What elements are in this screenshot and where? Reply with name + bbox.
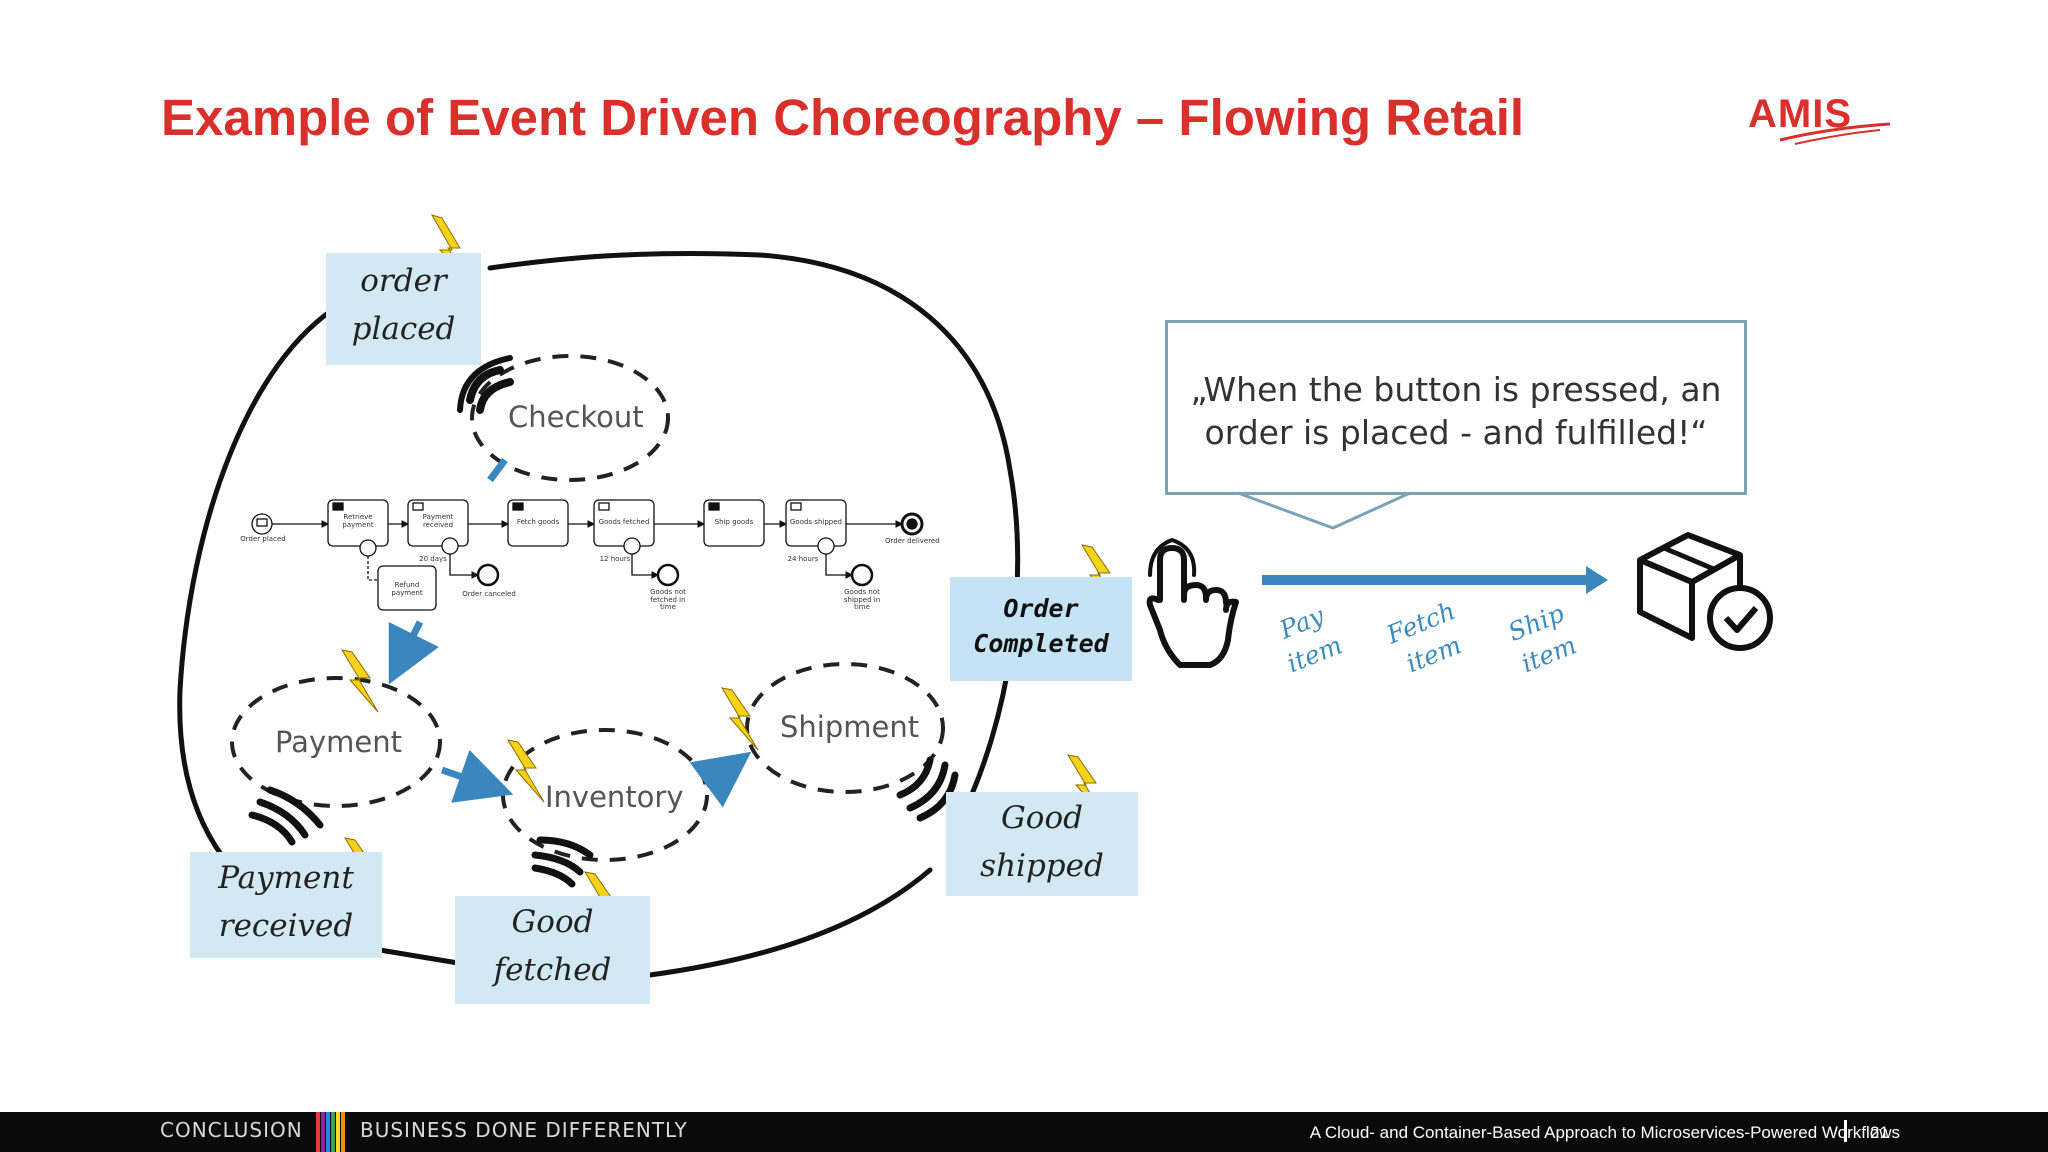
logo-swoosh <box>1779 122 1891 145</box>
bpmn-task-5: Ship goods <box>714 518 754 526</box>
shipment-ellipse <box>745 662 945 794</box>
bpmn-task-6: Goods shipped <box>790 518 842 526</box>
footer-presentation-title: A Cloud- and Container-Based Approach to… <box>1309 1123 1900 1142</box>
hand-pointer-icon <box>1146 538 1239 668</box>
quote-callout: „When the button is pressed, an order is… <box>1165 320 1747 495</box>
bpmn-to-payment-arrow <box>388 620 439 685</box>
bpmn-refund-task: Refund payment <box>391 581 423 597</box>
checkout-signal-icon <box>457 355 514 414</box>
bpmn-not-fetched: Goods not fetched in time <box>650 588 686 612</box>
bpmn-timer-fetch: 12 hours <box>599 555 631 563</box>
quote-text: „When the button is pressed, an order is… <box>1168 369 1744 455</box>
lightning-payment-icon <box>340 649 379 713</box>
footer-conclusion: CONCLUSION <box>160 1118 303 1142</box>
footer-page-number: 21 <box>1870 1123 1889 1142</box>
event-good-shipped: Good shipped <box>946 792 1138 896</box>
inventory-signal-icon <box>531 836 594 888</box>
footer-business: BUSINESS DONE DIFFERENTLY <box>360 1118 688 1142</box>
event-order-placed-line1: order <box>360 263 447 299</box>
event-good-shipped-line1: Good <box>1001 800 1083 836</box>
service-checkout: Checkout <box>508 400 644 434</box>
slide-title: Example of Event Driven Choreography – F… <box>161 89 1525 146</box>
service-payment: Payment <box>275 725 402 759</box>
quote-tail <box>1237 491 1411 530</box>
quote-line-2: order is placed - and fulfilled!“ <box>1204 412 1708 452</box>
service-shipment: Shipment <box>780 710 920 744</box>
quote-line-1: „When the button is pressed, an <box>1190 370 1722 409</box>
bpmn-timer-payment: 20 days <box>419 555 447 563</box>
bpmn-process <box>251 499 924 611</box>
lightning-shipment-icon <box>720 687 759 751</box>
payment-ellipse <box>230 676 442 808</box>
package-delivered-icon <box>1637 532 1773 651</box>
event-good-fetched-line2: fetched <box>493 952 612 989</box>
event-good-fetched: Good fetched <box>455 896 650 1004</box>
footer-bar: CONCLUSION BUSINESS DONE DIFFERENTLY A C… <box>0 1112 2048 1152</box>
checkout-to-bpmn-arrow <box>487 457 508 483</box>
bpmn-start-label: Order placed <box>240 535 286 543</box>
amis-logo: AMIS <box>1740 88 1900 148</box>
event-order-placed: order placed <box>326 253 481 365</box>
lightning-inventory-icon <box>506 739 545 803</box>
event-order-completed-line1: Order <box>1003 594 1079 623</box>
event-order-completed-line2: Completed <box>973 629 1109 658</box>
service-inventory: Inventory <box>545 780 684 814</box>
bpmn-task-1: Retrieve payment <box>342 513 374 529</box>
bpmn-not-shipped: Goods not shipped in time <box>843 588 881 612</box>
event-good-shipped-line2: shipped <box>980 848 1104 885</box>
event-order-completed: Order Completed <box>950 577 1132 681</box>
event-payment-received-line2: received <box>218 908 354 945</box>
footer-color-stripes <box>316 1112 345 1152</box>
payment-signal-icon <box>248 786 324 846</box>
bpmn-task-3: Fetch goods <box>516 518 560 526</box>
event-payment-received: Payment received <box>190 852 382 958</box>
payment-to-inventory-arrow <box>440 749 514 803</box>
bpmn-end-label: Order delivered <box>885 537 940 545</box>
bpmn-order-canceled: Order canceled <box>462 590 516 598</box>
bpmn-task-2: Payment received <box>422 513 454 529</box>
bpmn-timer-ship: 24 hours <box>787 555 819 563</box>
footer-separator <box>1844 1120 1847 1142</box>
shipment-signal-icon <box>896 756 959 822</box>
choreography-diagram <box>177 214 1773 978</box>
event-order-placed-line2: placed <box>351 311 456 348</box>
event-good-fetched-line1: Good <box>511 904 594 940</box>
event-payment-received-line1: Payment <box>218 860 354 896</box>
bpmn-task-4: Goods fetched <box>598 518 650 526</box>
checkout-ellipse <box>470 354 670 482</box>
inventory-to-shipment-arrow <box>689 751 752 808</box>
